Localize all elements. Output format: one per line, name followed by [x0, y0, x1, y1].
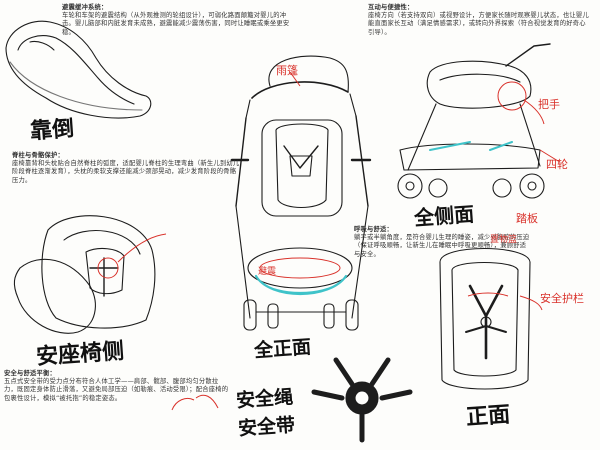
note-spine-body: 座椅靠背和头枕贴合自然脊柱的弧度，适配婴儿脊柱的生理弯曲（新生儿到幼儿阶段脊柱逐… [12, 160, 240, 184]
label-safety-rail: 安全护栏 [540, 292, 584, 305]
stroller-front-sketch [230, 55, 372, 331]
note-breathing-body: 躺平或半躺角度，是符合婴儿生理的睡姿，减少对胸腔的压迫（保证呼吸顺畅，让新生儿在… [354, 234, 530, 258]
harness-buckle-sketch [311, 357, 413, 443]
note-interaction: 互动与便捷性： 座椅方向（若支持双向）或视野设计，方便家长随时观察婴儿状态，也让… [368, 4, 590, 37]
label-front-view: 正面 [465, 401, 512, 431]
car-seat-sketch [13, 215, 156, 334]
note-spine-protection: 脊柱与骨骼保护： 座椅靠背和头枕贴合自然脊柱的弧度，适配婴儿脊柱的生理弯曲（新生… [12, 152, 240, 185]
note-shock-body: 车轮和车架的避震结构（从外观推测的轮组设计），可弱化路面颠簸对婴儿的冲击。婴儿脑… [62, 12, 290, 36]
seat-harness-sketch [439, 247, 531, 390]
label-harness-a: 安全绳 [235, 386, 294, 412]
label-wheel: 四轮 [546, 158, 568, 171]
label-shock-part: 避震 [258, 267, 277, 277]
label-canopy: 雨篷 [276, 64, 298, 77]
note-shock-absorption: 避震缓冲系统： 车轮和车架的避震结构（从外观推测的轮组设计），可弱化路面颠簸对婴… [62, 4, 294, 37]
stroller-side-sketch [397, 43, 551, 199]
label-handle: 把手 [538, 98, 560, 111]
label-harness-b: 安全带 [237, 414, 296, 440]
label-full-side: 全侧面 [413, 201, 475, 231]
red-annotations [97, 71, 561, 411]
note-interaction-body: 座椅方向（若支持双向）或视野设计，方便家长随时观察婴儿状态，也让婴儿能直面家长互… [368, 12, 589, 36]
note-shock-heading: 避震缓冲系统： [62, 4, 108, 11]
note-safety-comfort: 安全与舒适平衡： 五点式安全带的受力点分布符合人体工学——肩部、髋部、腹部均匀分… [4, 370, 230, 403]
label-seat-side: 安座椅侧 [35, 337, 125, 371]
bassinet-sketch [5, 20, 152, 119]
note-interaction-heading: 互动与便捷性： [368, 4, 414, 11]
note-safety-heading: 安全与舒适平衡： [4, 370, 56, 377]
note-safety-body: 五点式安全带的受力点分布符合人体工学——肩部、髋部、腹部均匀分散拉力，既固定身体… [4, 378, 229, 402]
note-spine-heading: 脊柱与骨骼保护： [12, 152, 64, 159]
label-full-front: 全正面 [253, 336, 312, 362]
label-storage: 置物篮 [490, 235, 518, 245]
note-breathing: 呼吸与舒适： 躺平或半躺角度，是符合婴儿生理的睡姿，减少对胸腔的压迫（保证呼吸顺… [354, 226, 530, 259]
label-recline: 靠倒 [29, 115, 76, 145]
note-breathing-heading: 呼吸与舒适： [354, 226, 393, 233]
label-footrest: 踏板 [516, 212, 538, 225]
